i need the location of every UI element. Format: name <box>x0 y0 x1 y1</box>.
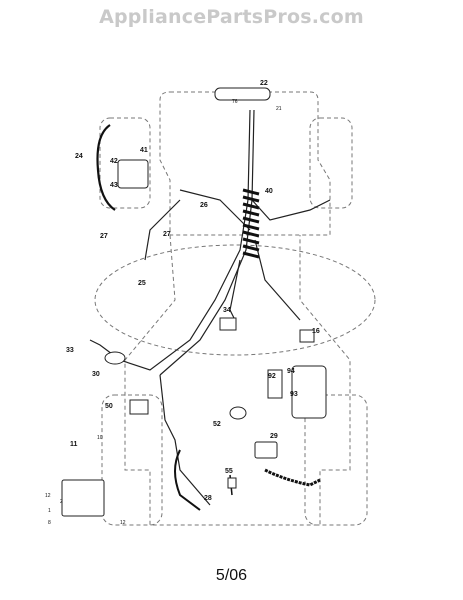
callout-41: 41 <box>140 147 148 154</box>
callout-55: 55 <box>225 468 233 475</box>
callout-21: 21 <box>276 106 282 112</box>
callout-92: 92 <box>268 373 276 380</box>
wire-24 <box>96 124 116 211</box>
callout-76: 76 <box>232 99 238 105</box>
callout-26: 26 <box>200 202 208 209</box>
callout-25: 25 <box>138 280 146 287</box>
callout-29: 29 <box>270 433 278 440</box>
callout-93: 93 <box>290 391 298 398</box>
callout-50: 50 <box>105 403 113 410</box>
callout-94: 94 <box>287 368 295 375</box>
callout-42: 42 <box>110 158 118 165</box>
callout-2: 2 <box>60 499 63 505</box>
components <box>61 87 327 517</box>
callout-27-right: 27 <box>163 231 171 238</box>
tractor-outline <box>94 91 376 526</box>
callout-11: 11 <box>70 441 78 448</box>
callout-52: 52 <box>213 421 221 428</box>
callout-43: 43 <box>110 182 118 189</box>
callout-30: 30 <box>92 371 100 378</box>
wire-28 <box>174 449 201 511</box>
main-harness <box>89 109 331 506</box>
callout-12-top: 12 <box>45 493 51 499</box>
callout-40: 40 <box>265 188 273 195</box>
callout-10: 10 <box>97 435 103 441</box>
callout-labels: 22 76 21 24 42 41 43 40 26 27 27 25 34 3… <box>45 80 320 526</box>
callout-12-bottom: 12 <box>120 520 126 526</box>
callout-16: 16 <box>312 328 320 335</box>
callout-27-left: 27 <box>100 233 108 240</box>
callout-22: 22 <box>260 80 268 87</box>
site-watermark: AppliancePartsPros.com <box>99 6 364 28</box>
wire-29 <box>264 468 321 487</box>
callout-24: 24 <box>75 153 83 160</box>
callout-34: 34 <box>223 307 231 314</box>
callout-8: 8 <box>48 520 51 526</box>
callout-1: 1 <box>48 508 51 514</box>
page-reference: 5/06 <box>215 567 248 584</box>
callout-33: 33 <box>66 347 74 354</box>
harness-coil <box>242 188 260 259</box>
callout-28: 28 <box>204 495 212 502</box>
